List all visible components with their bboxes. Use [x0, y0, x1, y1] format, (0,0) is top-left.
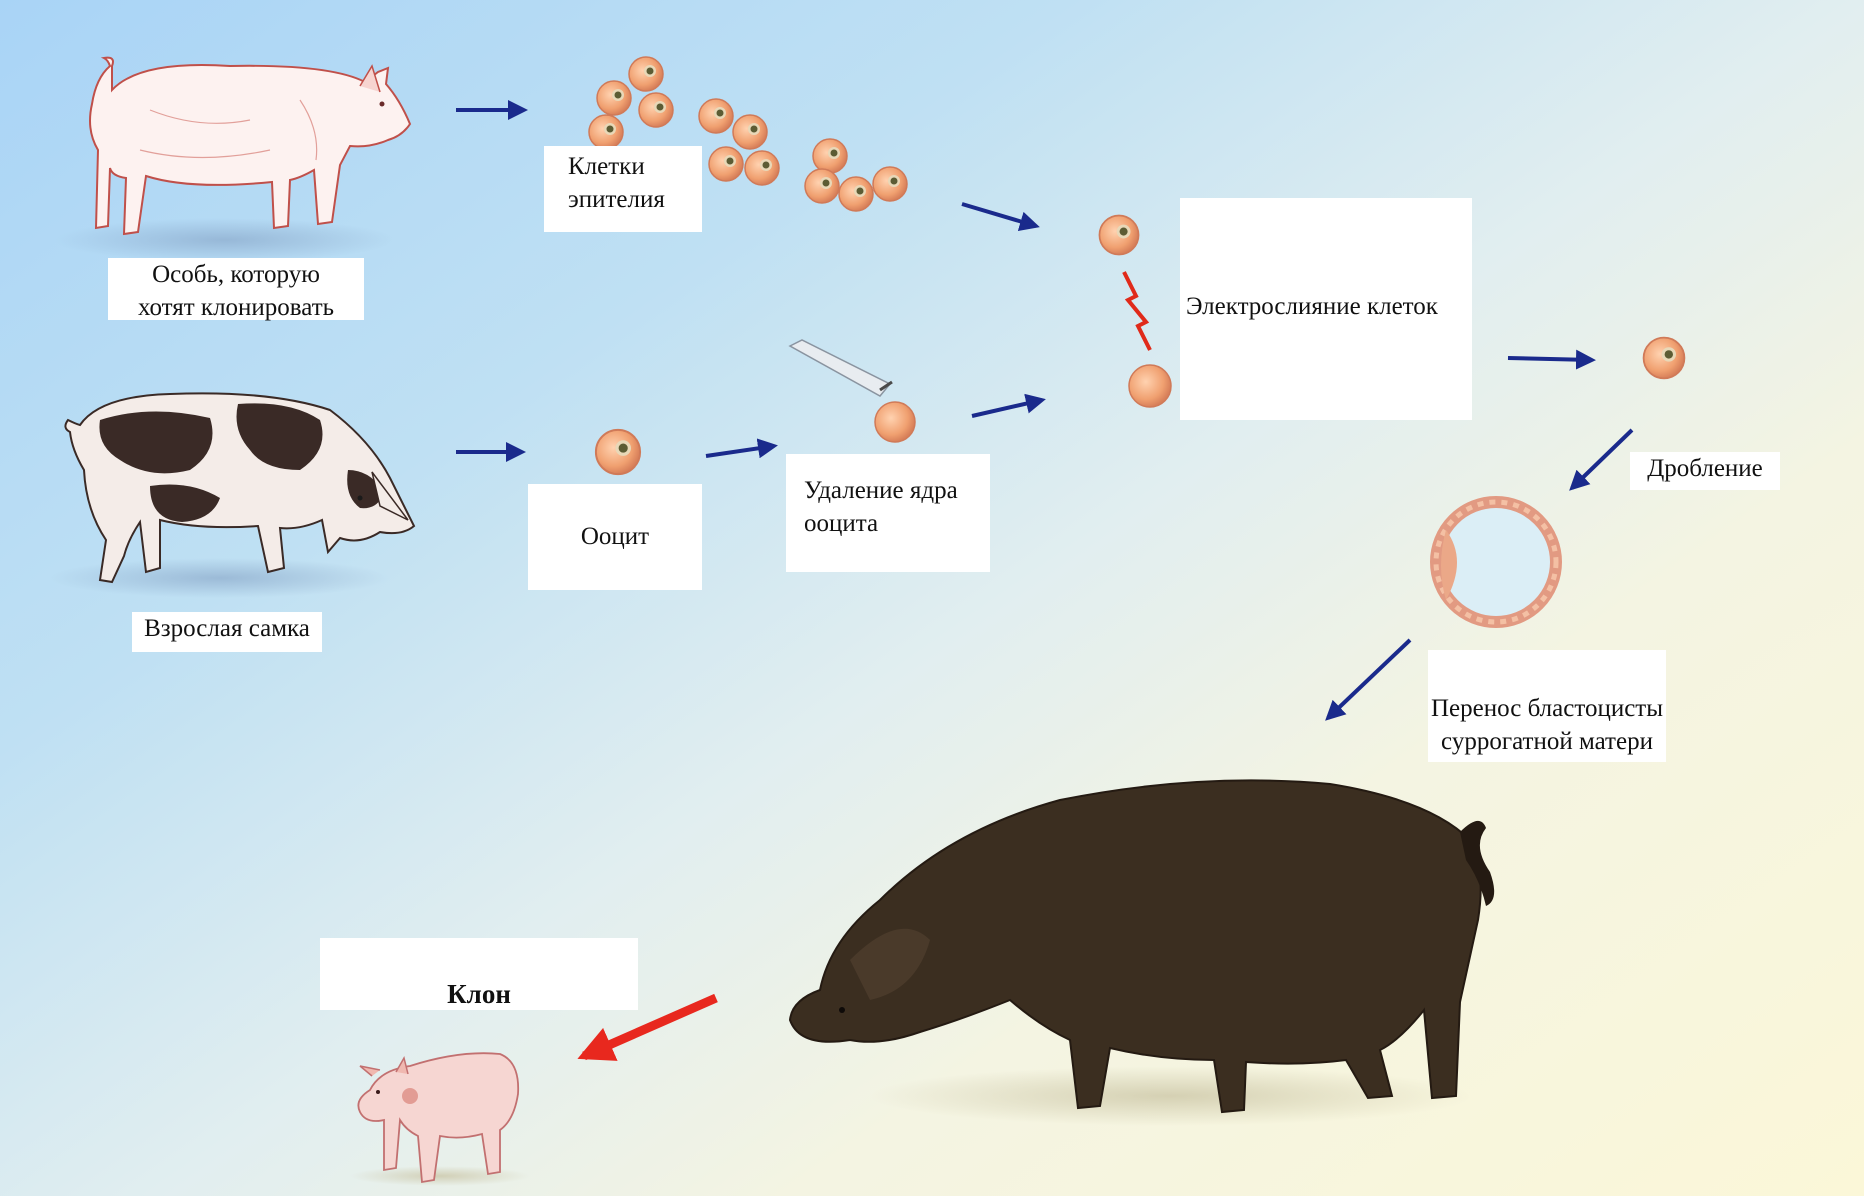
label-enucleation-line-1: Удаление ядра [804, 474, 990, 507]
arrow-enucleation-to-fusion [972, 400, 1042, 416]
donor-pig-image [55, 58, 410, 262]
label-enucleation: Удаление ядра ооцита [786, 454, 990, 572]
label-transfer-line-2: суррогатной матери [1428, 725, 1666, 758]
label-female: Взрослая самка [132, 612, 322, 652]
label-oocyte: Ооцит [528, 484, 702, 590]
label-electrofusion-text: Электрослияние клеток [1180, 290, 1472, 323]
fused-cell-image [1644, 338, 1685, 379]
oocyte-image [596, 430, 640, 474]
arrow-blastocyst-to-surrogate [1328, 640, 1410, 718]
arrow-cell-to-blastocyst [1572, 430, 1632, 488]
label-epithelial-line-2: эпителия [568, 183, 702, 216]
label-clone: Клон [320, 938, 638, 1010]
label-blastocyst-transfer: Перенос бластоцисты суррогатной матери [1428, 650, 1666, 762]
label-female-text: Взрослая самка [132, 612, 322, 645]
blastocyst-image [1436, 502, 1556, 622]
arrow-cells-to-fusion [962, 204, 1036, 226]
label-cleavage-text: Дробление [1630, 452, 1780, 485]
label-electrofusion: Электрослияние клеток [1180, 198, 1472, 420]
electric-spark-icon [1124, 272, 1150, 350]
label-clone-text: Клон [320, 978, 638, 1011]
arrow-oocyte-to-enucleation [706, 446, 774, 456]
label-transfer-line-1: Перенос бластоцисты [1428, 692, 1666, 725]
female-pig-image [50, 393, 414, 598]
label-donor: Особь, которую хотят клонировать [108, 258, 364, 320]
clone-piglet-image [350, 1053, 530, 1186]
label-epithelial-cells: Клетки эпителия [544, 146, 702, 232]
label-oocyte-text: Ооцит [528, 484, 702, 590]
label-epithelial-line-1: Клетки [568, 150, 702, 183]
label-enucleation-line-2: ооцита [804, 507, 990, 540]
enucleation-pipette-image [790, 340, 915, 442]
surrogate-pig-image [790, 780, 1494, 1126]
arrow-fusion-to-cell [1508, 358, 1592, 360]
label-donor-line-1: Особь, которую [108, 258, 364, 291]
label-donor-line-2: хотят клонировать [108, 291, 364, 324]
label-cleavage: Дробление [1630, 452, 1780, 490]
